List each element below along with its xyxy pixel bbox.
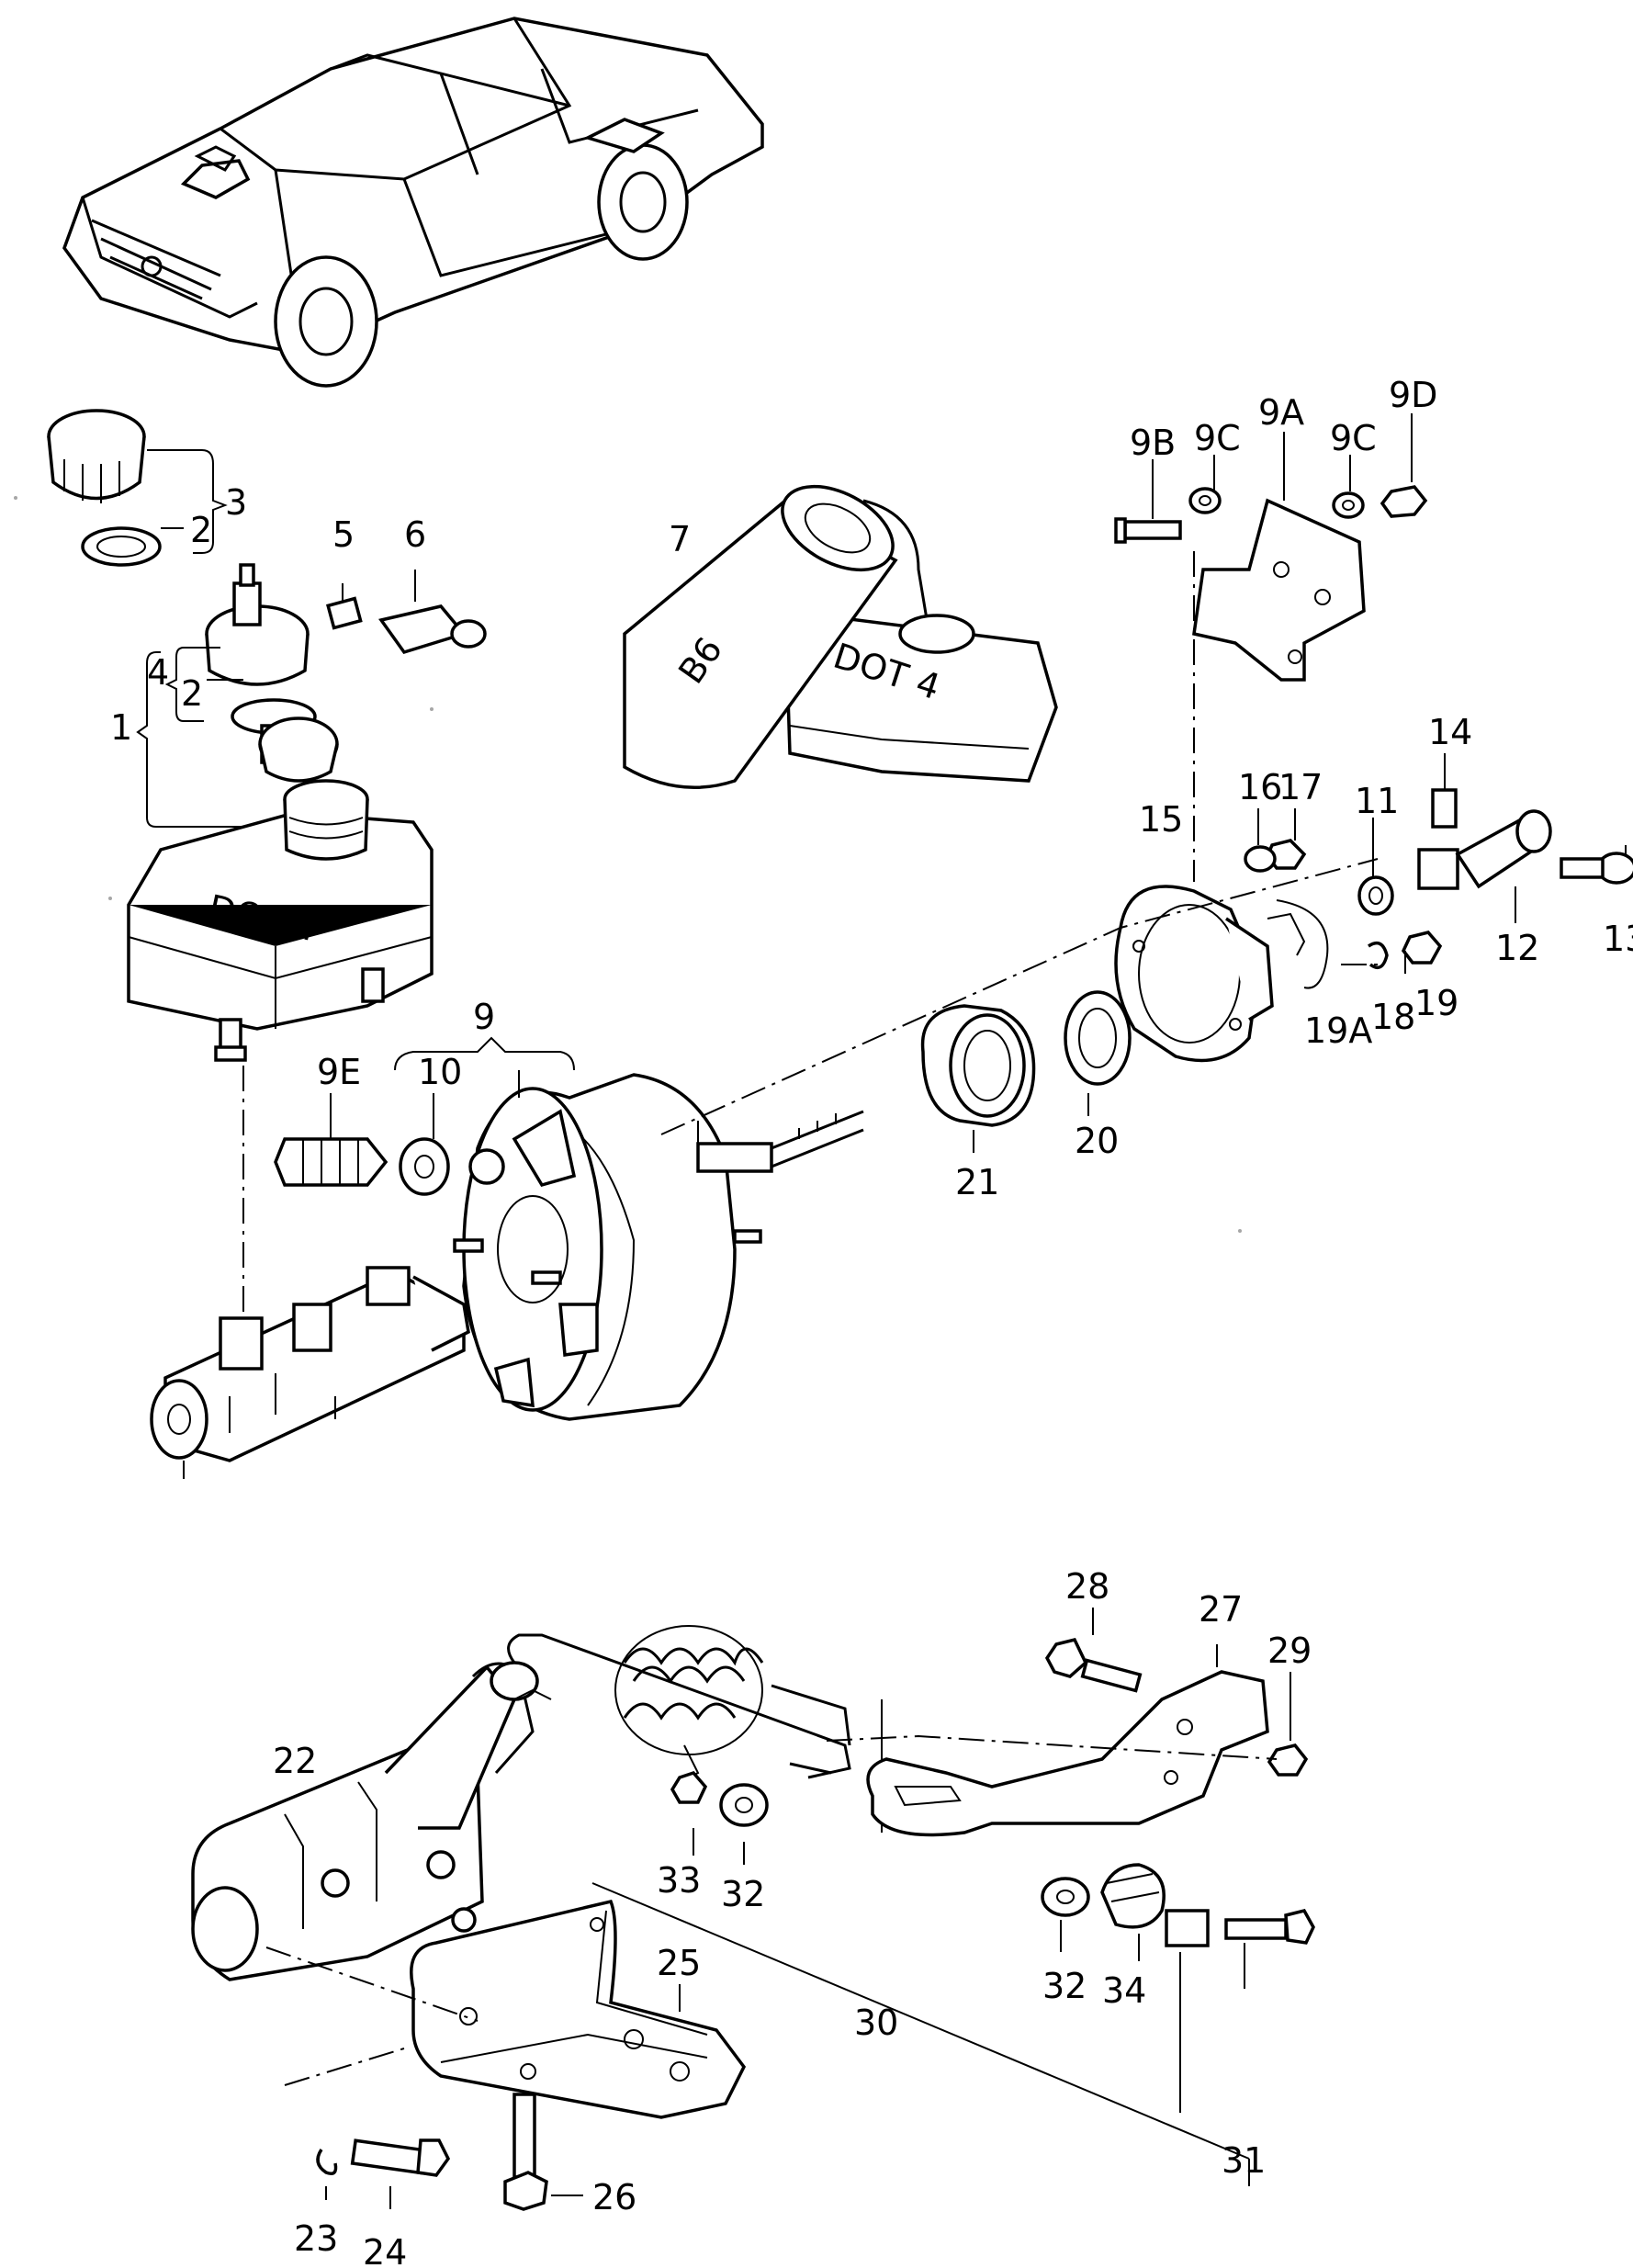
- label-25: 25: [657, 1943, 701, 1983]
- brake-fluid-can: DOT 4 B6: [623, 484, 1058, 789]
- scan-dot: [108, 897, 112, 900]
- clevis-assembly: [1244, 753, 1633, 974]
- car-illustration: [62, 17, 764, 388]
- label-9D: 9D: [1389, 375, 1437, 415]
- label-32b: 32: [1042, 1966, 1087, 2006]
- scan-dot: [430, 707, 434, 711]
- bump-stop-and-grommet: [274, 1093, 450, 1196]
- label-20: 20: [1075, 1121, 1119, 1161]
- label-17: 17: [1278, 767, 1323, 807]
- mounting-bracket: [1114, 413, 1428, 682]
- label-13: 13: [1603, 919, 1633, 959]
- label-26: 26: [592, 2177, 636, 2217]
- level-sensor-assembly: [136, 563, 487, 828]
- scan-dot: [14, 496, 17, 500]
- label-30: 30: [854, 2003, 898, 2043]
- label-23: 23: [294, 2218, 338, 2259]
- label-9: 9: [473, 997, 495, 1037]
- label-27: 27: [1199, 1589, 1243, 1630]
- brake-booster: [394, 1036, 864, 1421]
- label-7: 7: [669, 519, 691, 559]
- label-9C-a: 9C: [1194, 418, 1241, 458]
- label-9B: 9B: [1130, 423, 1176, 463]
- label-15: 15: [1139, 799, 1183, 840]
- booster-flange: [1114, 885, 1329, 1063]
- label-1: 1: [110, 707, 132, 748]
- label-18: 18: [1371, 997, 1415, 1037]
- assembly-centerlines: [242, 551, 1379, 2086]
- scan-dot: [1238, 1229, 1242, 1233]
- label-4: 4: [147, 652, 169, 693]
- label-24: 24: [363, 2232, 407, 2268]
- reservoir-cap-assembly: [47, 409, 228, 567]
- label-31: 31: [1222, 2140, 1266, 2181]
- label-2b: 2: [181, 673, 203, 714]
- label-9C-b: 9C: [1330, 418, 1377, 458]
- label-6: 6: [404, 514, 426, 555]
- label-5: 5: [332, 514, 355, 555]
- label-32a: 32: [721, 1874, 765, 1914]
- label-12: 12: [1495, 928, 1539, 968]
- part-labels: 1 2 2 3 4 5 6 7 9 9A 9B 9C 9C 9D 9E 10 1…: [110, 375, 1633, 2268]
- pressure-lever: [866, 1608, 1315, 2113]
- label-28: 28: [1065, 1566, 1109, 1607]
- label-29: 29: [1267, 1630, 1312, 1671]
- spring-rod-assembly: [507, 1625, 1250, 2186]
- label-16: 16: [1238, 767, 1282, 807]
- booster-seals: [920, 990, 1132, 1153]
- label-9E: 9E: [317, 1052, 361, 1092]
- label-22: 22: [273, 1741, 317, 1781]
- label-21: 21: [955, 1162, 999, 1202]
- master-cylinder: [150, 1266, 470, 1479]
- regulator-mounting-bracket: [316, 1899, 747, 2211]
- label-19A: 19A: [1304, 1010, 1372, 1051]
- pressure-regulator: [191, 1661, 539, 1981]
- label-10: 10: [418, 1052, 462, 1092]
- label-9A: 9A: [1258, 392, 1304, 433]
- label-14: 14: [1428, 712, 1472, 752]
- label-2a: 2: [190, 510, 212, 550]
- label-34: 34: [1102, 1970, 1146, 2011]
- brake-fluid-reservoir: DOT 4: [127, 779, 434, 1062]
- label-11: 11: [1355, 781, 1399, 821]
- label-33: 33: [657, 1860, 701, 1901]
- label-3: 3: [225, 482, 247, 523]
- label-19: 19: [1414, 983, 1458, 1023]
